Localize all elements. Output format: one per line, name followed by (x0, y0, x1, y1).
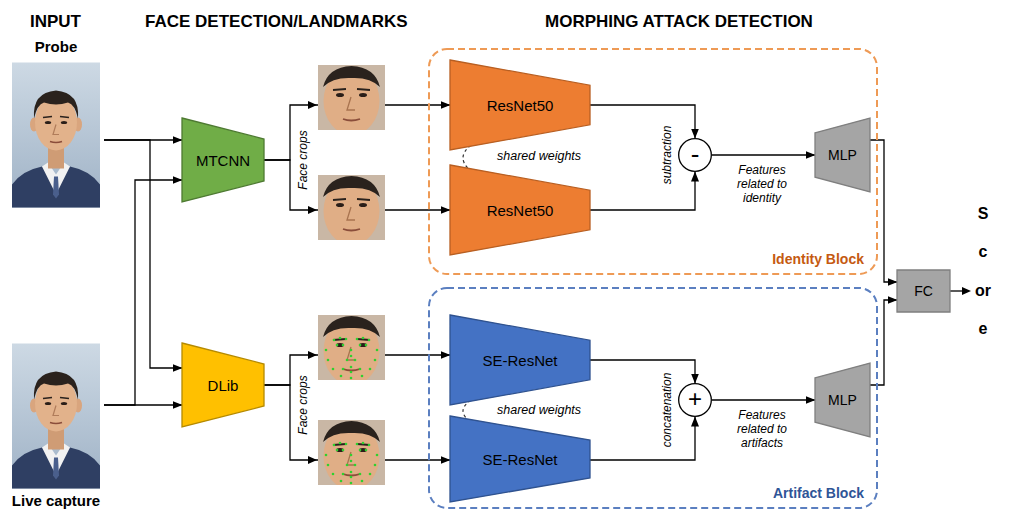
mlp-block: MLP (815, 118, 870, 192)
node-text: MTCNN (196, 152, 250, 169)
cnn-encoder: SE-ResNet (450, 416, 590, 502)
probe-photo (12, 63, 100, 208)
node-text: ResNet50 (487, 202, 554, 219)
shared-weights-note: shared weights (497, 403, 581, 417)
column-header: MORPHING ATTACK DETECTION (545, 12, 813, 32)
face-crop-landmarks (318, 420, 385, 490)
operation-note: subtraction (660, 126, 674, 185)
connector-arrow (712, 154, 815, 155)
outline (897, 270, 950, 312)
score-label: Score (975, 195, 991, 349)
identity-block: Identity BlockResNet50ResNet50-MLP (428, 48, 878, 275)
connector-arrow (590, 105, 695, 138)
outline (450, 416, 590, 502)
mlp-block: MLP (815, 363, 870, 437)
input-photo: Probe (8, 38, 104, 210)
operation-note: concatenation (660, 373, 674, 448)
outline (450, 60, 590, 150)
node-text: Live capture (12, 492, 100, 510)
connector-arrow (590, 360, 695, 383)
cnn-encoder: ResNet50 (450, 165, 590, 255)
outline (815, 363, 870, 437)
edge-label: Features related to identity (724, 163, 800, 205)
node-text: - (691, 141, 700, 167)
input-photo: Live capture (8, 343, 104, 510)
node-text: MLP (828, 147, 857, 163)
outline (450, 165, 590, 255)
detector-block: MTCNN (182, 118, 264, 202)
column-header: FACE DETECTION/LANDMARKS (145, 12, 408, 32)
fc-layer: FC (897, 270, 950, 312)
connector-arrow (104, 140, 182, 368)
outline (450, 315, 590, 405)
score-arrow (950, 290, 963, 291)
detector-block: DLib (182, 343, 264, 427)
node-text: SE-ResNet (482, 352, 557, 369)
face-crop (318, 175, 385, 245)
cnn-encoder: SE-ResNet (450, 315, 590, 405)
operator-circle: + (678, 383, 712, 417)
outline (182, 343, 264, 427)
outline (815, 118, 870, 192)
block-title: Identity Block (772, 251, 864, 267)
connector-arrow (104, 180, 182, 405)
node-text: + (688, 387, 702, 411)
rotated-note: Face crops (296, 130, 310, 189)
connector-arrow (590, 172, 695, 210)
column-header: INPUT (30, 12, 81, 32)
node-text: ResNet50 (487, 97, 554, 114)
dashed-region (429, 288, 877, 508)
block-title: Artifact Block (773, 485, 864, 501)
node-text: FC (914, 283, 933, 299)
outline (679, 139, 712, 172)
outline (182, 118, 264, 202)
connector-arrow (590, 417, 695, 460)
rotated-note: Face crops (296, 375, 310, 434)
score-arrowhead (962, 287, 971, 295)
node-text: DLib (208, 377, 239, 394)
artifact-block: Artifact BlockSE-ResNetSE-ResNet+MLP (428, 287, 878, 509)
face-crop-landmarks (318, 315, 385, 385)
connector-arrow (870, 300, 897, 385)
outline (679, 384, 712, 417)
node-text: MLP (828, 392, 857, 408)
connector-arrow (712, 399, 815, 400)
face-crop (318, 65, 385, 135)
cnn-encoder: ResNet50 (450, 60, 590, 150)
node-text: Probe (35, 38, 78, 56)
connector-arrow (870, 140, 897, 282)
operator-circle: - (678, 138, 712, 172)
edge-label: Features related to artifacts (724, 408, 800, 450)
dashed-region (429, 49, 877, 274)
live-photo (12, 344, 100, 489)
shared-weights-note: shared weights (497, 149, 581, 163)
node-text: SE-ResNet (482, 451, 557, 468)
